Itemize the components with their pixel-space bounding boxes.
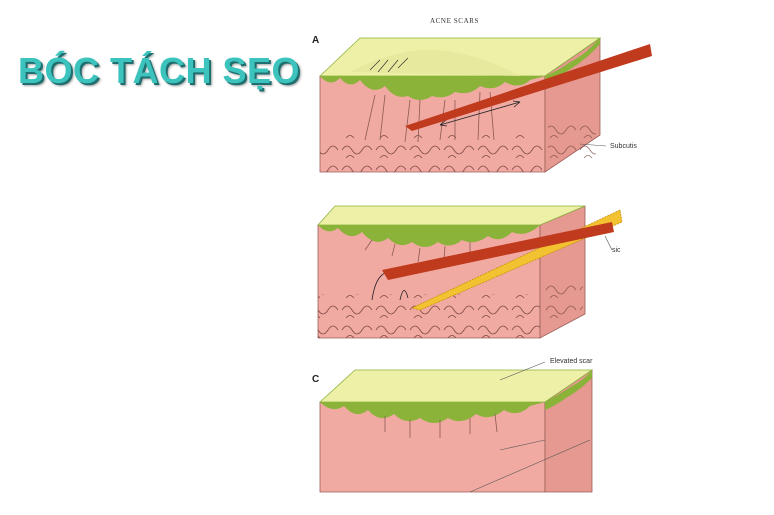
panel-b-skin-block <box>317 205 613 339</box>
subcutis-label: Subcutis <box>610 143 637 150</box>
diagram-title: ACNE SCARS <box>430 17 479 25</box>
panel-c-skin-block <box>318 361 594 493</box>
panel-a-skin-block <box>318 37 607 173</box>
panel-a-letter: A <box>312 35 320 46</box>
panel-a-needle <box>405 44 652 131</box>
needle-label: sic <box>612 247 621 254</box>
panel-c-letter: C <box>312 374 320 385</box>
page-headline: BÓC TÁCH SẸO <box>18 50 301 91</box>
panel-b-needle <box>382 222 614 280</box>
elevated-scar-label: Elevated scar <box>550 358 593 365</box>
